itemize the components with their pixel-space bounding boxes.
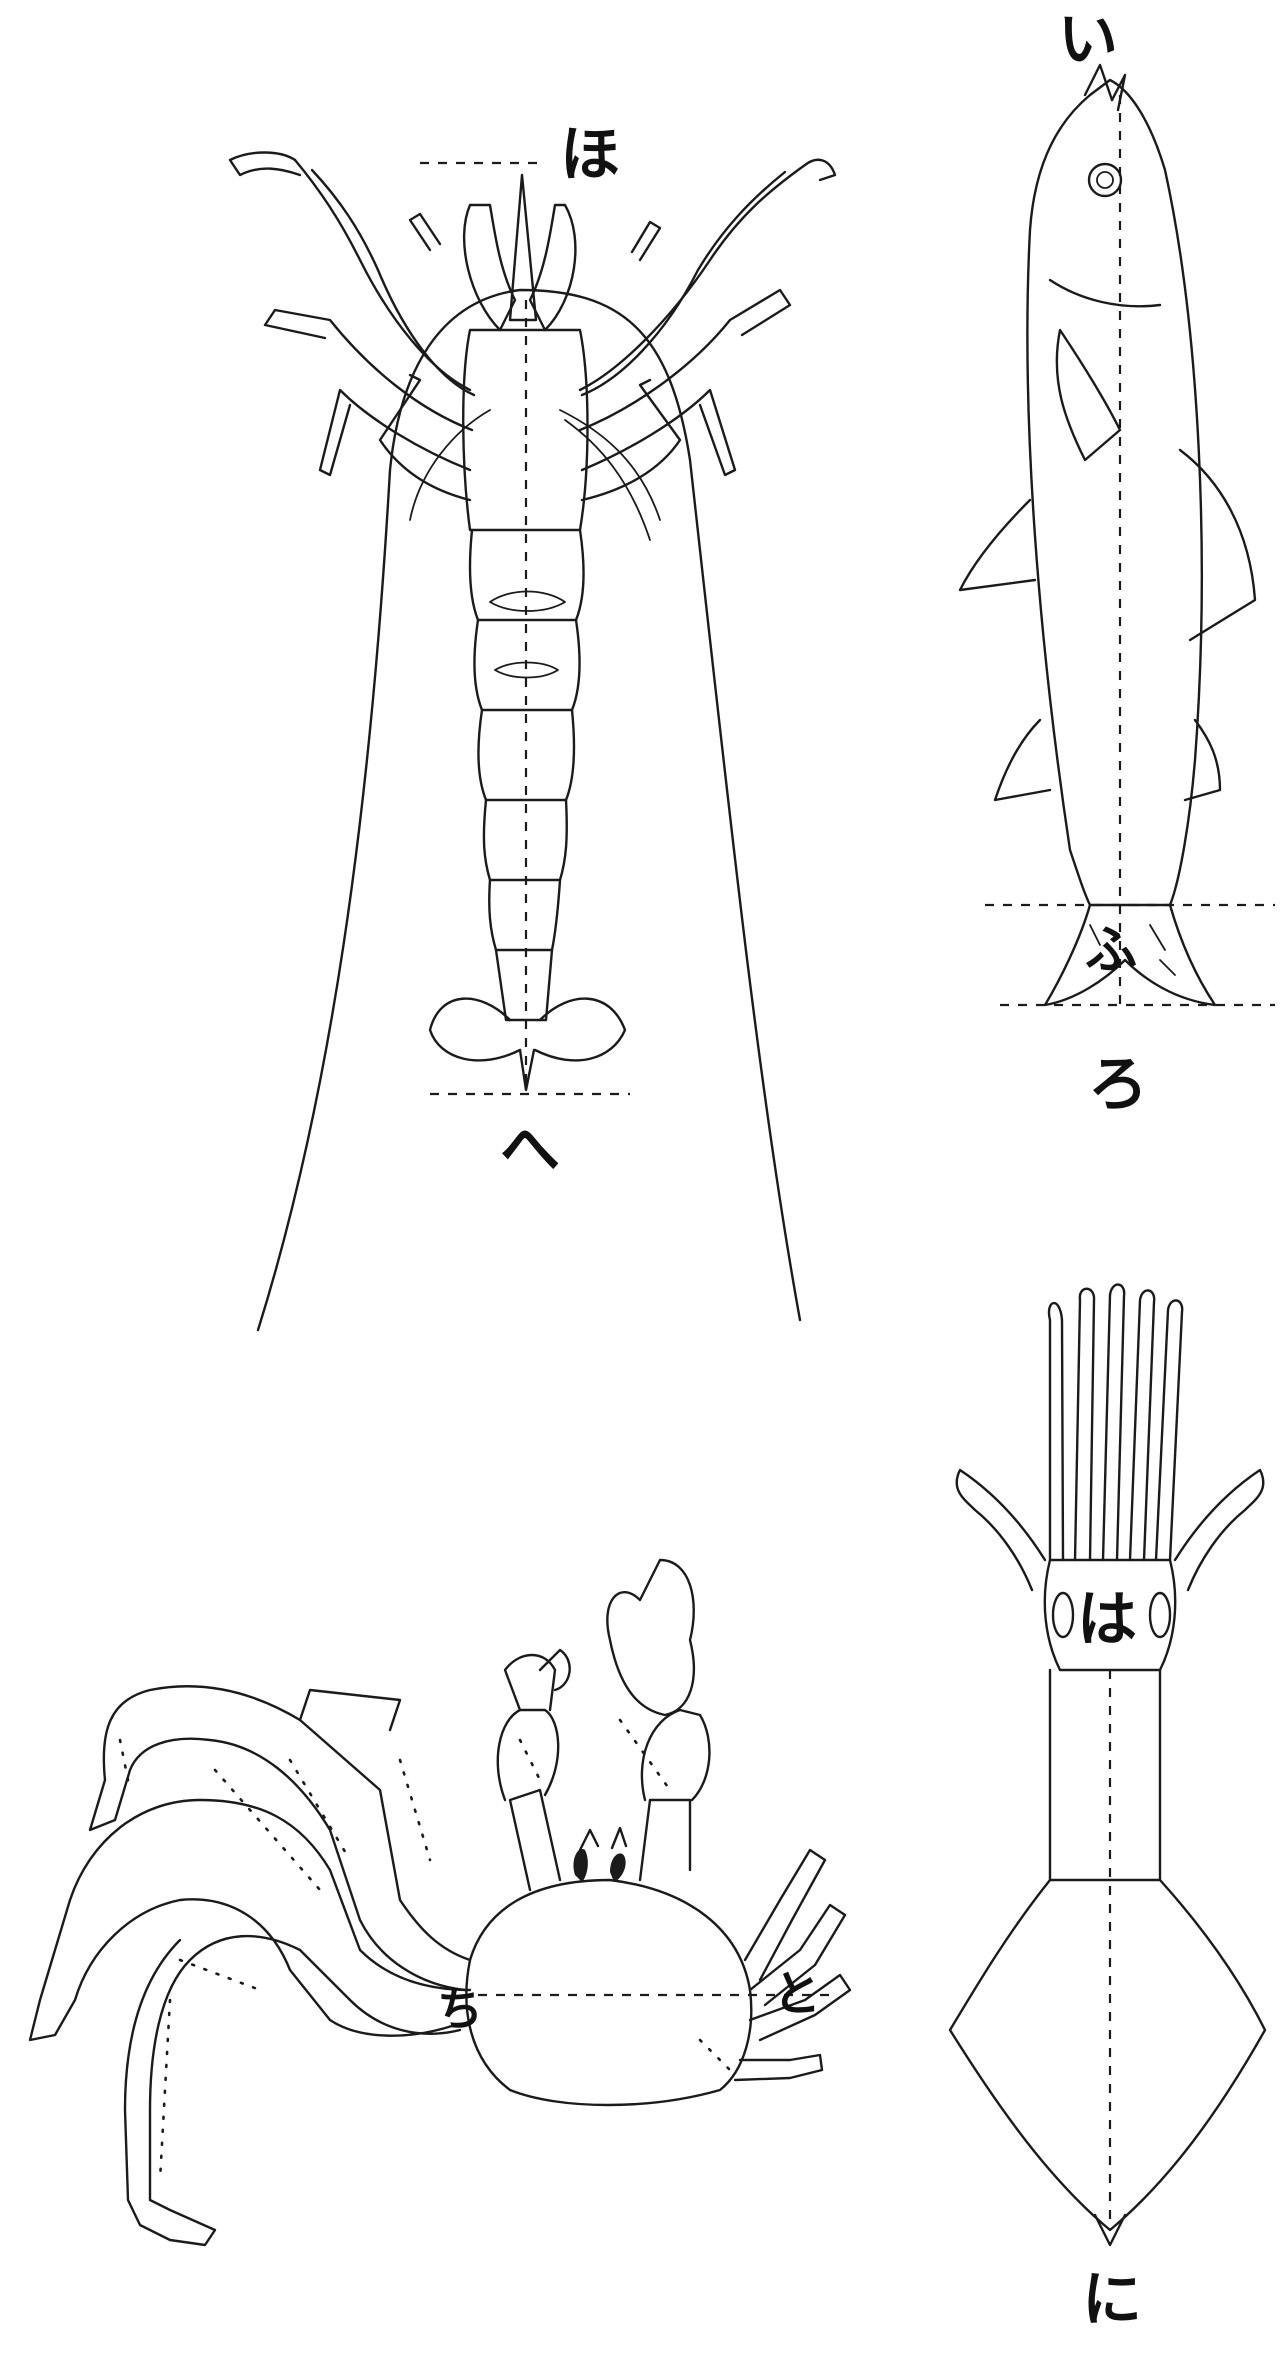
label-ha: は bbox=[1077, 1585, 1137, 1655]
crab-drawing bbox=[30, 1560, 850, 2245]
label-he: へ bbox=[500, 1115, 560, 1185]
label-chi: ち bbox=[437, 1982, 483, 2036]
label-i: い bbox=[1058, 5, 1118, 75]
label-ho: ほ bbox=[560, 120, 620, 190]
label-ro: ろ bbox=[1088, 1050, 1148, 1120]
squid-drawing bbox=[950, 1285, 1265, 2245]
label-ni: に bbox=[1082, 2265, 1142, 2335]
fish-drawing bbox=[960, 65, 1275, 1005]
label-to: と bbox=[773, 1966, 821, 2022]
label-fu-notch: ふ bbox=[1085, 920, 1137, 981]
